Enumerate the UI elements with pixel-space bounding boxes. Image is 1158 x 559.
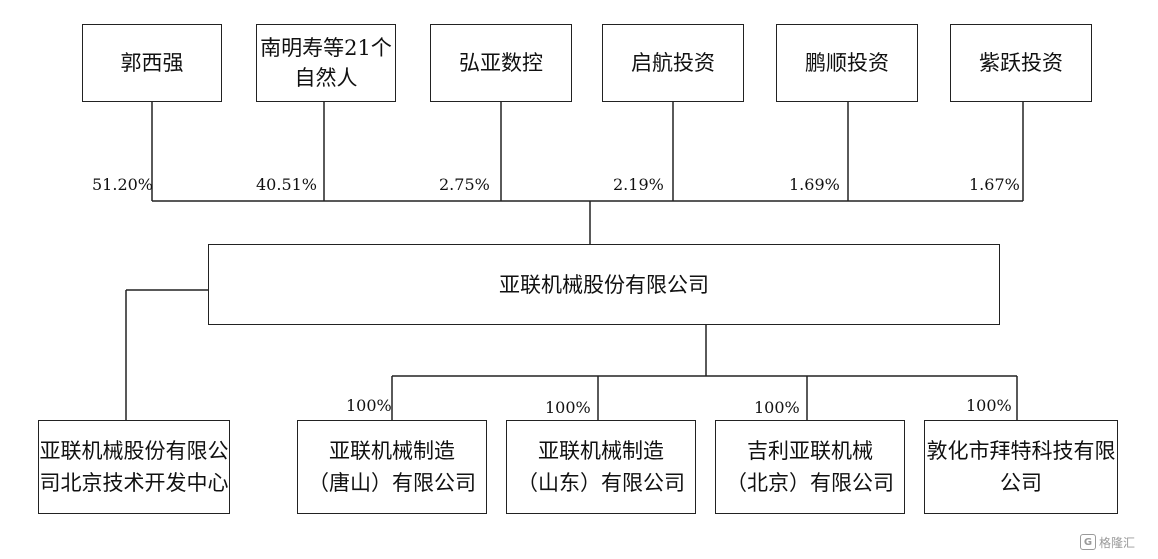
subsidiary-box-3: 吉利亚联机械 （北京）有限公司 (715, 420, 905, 514)
watermark: G 格隆汇 (1080, 530, 1152, 554)
subsidiary-label-line2: （唐山）有限公司 (308, 471, 476, 495)
watermark-text: 格隆汇 (1099, 535, 1136, 550)
shareholder-box-6: 紫跃投资 (950, 24, 1092, 102)
company-box: 亚联机械股份有限公司 (208, 244, 1000, 325)
shareholder-label-line1: 鹏顺投资 (805, 51, 889, 75)
shareholder-pct-3: 2.75% (439, 175, 490, 194)
company-name: 亚联机械股份有限公司 (499, 272, 709, 297)
subsidiary-label-line1: 亚联机械制造 (329, 439, 455, 463)
shareholder-label-line2: 自然人 (294, 66, 358, 90)
branch-label-line1: 亚联机械股份有限公 (39, 439, 229, 463)
shareholder-pct-1: 51.20% (92, 175, 154, 194)
shareholder-label-line1: 郭西强 (120, 51, 184, 75)
shareholder-label-line1: 紫跃投资 (979, 51, 1063, 75)
shareholder-pct-2: 40.51% (256, 175, 318, 194)
watermark-logo-icon: G (1080, 534, 1096, 550)
shareholder-label-line1: 南明寿等21个 (260, 36, 392, 60)
subsidiary-pct-3: 100% (754, 398, 800, 417)
subsidiary-label-line2: 公司 (1000, 471, 1042, 495)
shareholder-box-1: 郭西强 (82, 24, 222, 102)
shareholder-label-line1: 弘亚数控 (459, 51, 543, 75)
subsidiary-label-line2: （北京）有限公司 (726, 471, 894, 495)
subsidiary-label-line1: 敦化市拜特科技有限 (926, 439, 1116, 463)
branch-box: 亚联机械股份有限公司北京技术开发中心 (38, 420, 230, 514)
branch-label-line2: 司北京技术开发中心 (39, 471, 229, 495)
shareholder-pct-4: 2.19% (613, 175, 664, 194)
subsidiary-label-line2: （山东）有限公司 (517, 471, 685, 495)
subsidiary-pct-4: 100% (966, 396, 1012, 415)
shareholder-pct-6: 1.67% (969, 175, 1020, 194)
subsidiary-label-line1: 亚联机械制造 (538, 439, 664, 463)
shareholder-pct-5: 1.69% (789, 175, 840, 194)
subsidiary-label-line1: 吉利亚联机械 (747, 439, 873, 463)
subsidiary-pct-1: 100% (346, 396, 392, 415)
subsidiary-box-1: 亚联机械制造 （唐山）有限公司 (297, 420, 487, 514)
shareholder-label-line1: 启航投资 (631, 51, 715, 75)
shareholder-box-3: 弘亚数控 (430, 24, 572, 102)
subsidiary-box-4: 敦化市拜特科技有限公司 (924, 420, 1118, 514)
shareholder-box-2: 南明寿等21个自然人 (256, 24, 396, 102)
shareholder-box-4: 启航投资 (602, 24, 744, 102)
shareholder-box-5: 鹏顺投资 (776, 24, 918, 102)
subsidiary-pct-2: 100% (545, 398, 591, 417)
subsidiary-box-2: 亚联机械制造 （山东）有限公司 (506, 420, 696, 514)
